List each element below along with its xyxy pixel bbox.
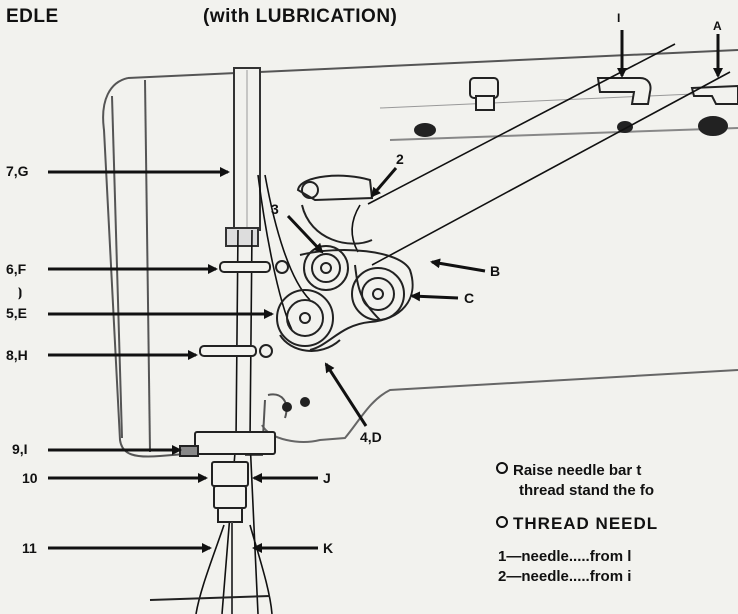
label-J: J (323, 470, 331, 486)
label-K: K (323, 540, 334, 556)
label-3: 3 (271, 201, 279, 217)
label-2: 2 (396, 151, 404, 167)
instruction-line-1: Raise needle bar t (496, 462, 641, 479)
instruction-line-2: thread stand the fo (519, 482, 655, 499)
label-5E: 5,E (6, 305, 28, 321)
step-2: 2—needle.....from i (498, 568, 632, 585)
needle-bar (225, 67, 261, 247)
label-8H: 8,H (6, 347, 28, 363)
label-11: 11 (22, 540, 37, 556)
label-7G: 7,G (6, 163, 29, 179)
thread-lines (351, 43, 731, 266)
thread-needle-heading-text: THREAD NEEDL (513, 514, 659, 533)
instruction-text-1: Raise needle bar t (513, 462, 642, 479)
label-C: C (464, 290, 475, 306)
bullet-icon (496, 516, 508, 528)
label-9I: 9,I (12, 441, 28, 457)
label-I: I (617, 11, 621, 25)
callout-arrows (48, 30, 723, 553)
label-B: B (490, 263, 501, 279)
thread-guides (199, 260, 289, 358)
header-left: EDLE (6, 6, 59, 27)
tension-assembly (276, 174, 414, 412)
label-4D: 4,D (360, 429, 382, 445)
header-right: (with LUBRICATION) (203, 6, 398, 27)
bullet-icon (496, 462, 508, 474)
step-1: 1—needle.....from l (498, 548, 632, 565)
label-bracket: ⦘ (18, 285, 22, 299)
label-6F: 6,F (6, 261, 27, 277)
label-10: 10 (22, 470, 38, 486)
machine-head-outline (102, 49, 738, 458)
label-A: A (713, 19, 722, 33)
top-fittings (414, 77, 738, 137)
thread-needle-heading: THREAD NEEDL (496, 514, 658, 534)
needle-clamp (149, 431, 276, 614)
